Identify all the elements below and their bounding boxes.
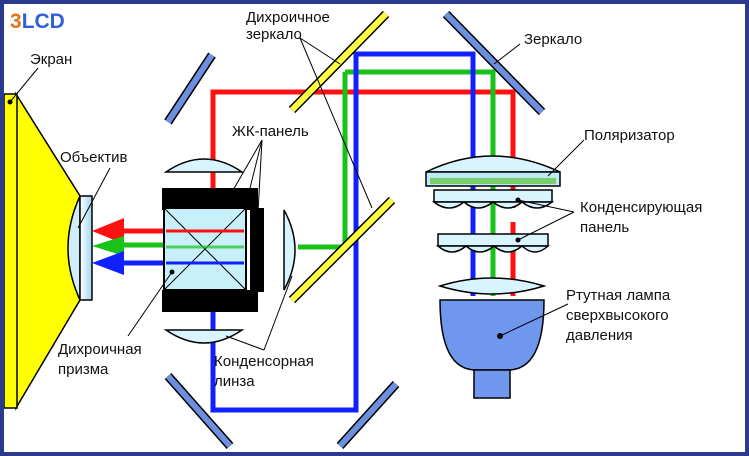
logo-3lcd: 3LCD bbox=[10, 10, 65, 33]
polarizer-film bbox=[430, 178, 556, 184]
label-condensing-panel-line2: панель bbox=[580, 219, 629, 236]
condenser-lens-top bbox=[163, 158, 245, 173]
label-prism-line1: Дихроичная bbox=[58, 341, 142, 358]
lcd-panel-right bbox=[250, 208, 264, 292]
leader-dichroic-bottom bbox=[299, 37, 373, 209]
leader-lcd-right-1 bbox=[247, 139, 263, 197]
label-lamp-line1: Ртутная лампа bbox=[566, 287, 671, 304]
lamp-base bbox=[473, 369, 511, 399]
leader-dichroic-top bbox=[299, 37, 341, 65]
projector-diagram: 3LCD bbox=[4, 9, 702, 450]
leader-lcd-right-2 bbox=[257, 139, 263, 213]
label-lcd-panel: ЖК-панель bbox=[232, 123, 309, 140]
label-mirror: Зеркало bbox=[524, 31, 582, 48]
leader-condensing-1 bbox=[517, 199, 575, 213]
leader-lcd-top bbox=[231, 139, 263, 193]
lamp-reflector bbox=[439, 299, 545, 371]
lcd-panel-bottom bbox=[162, 290, 258, 312]
polarizer-lens bbox=[425, 155, 561, 173]
leader-mirror bbox=[493, 43, 521, 65]
dichroic-mirror-bottom bbox=[289, 197, 395, 303]
leader-polarizer bbox=[547, 139, 585, 177]
objective-lens bbox=[67, 195, 81, 301]
label-lamp-line2: сверхвысокого bbox=[566, 307, 669, 324]
prism-diagonal-2 bbox=[163, 207, 247, 291]
label-dichroic-mirror-line2: зеркало bbox=[246, 26, 302, 43]
mirror-bottom-right bbox=[337, 381, 399, 449]
label-dichroic-mirror-line1: Дихроичное bbox=[246, 9, 330, 26]
lamp-condenser-lens bbox=[437, 277, 547, 295]
condensing-panel-top bbox=[433, 189, 553, 203]
lcd-panel-top bbox=[162, 188, 258, 210]
condenser-lens-right bbox=[283, 209, 296, 291]
condensing-panel-bottom-lenslets bbox=[435, 244, 550, 253]
condensing-panel-lenslets bbox=[431, 201, 555, 209]
label-lamp-line3: давления bbox=[566, 327, 633, 344]
leader-lines bbox=[9, 37, 585, 351]
leader-condenser-bottom bbox=[225, 335, 265, 351]
label-condenser-line1: Конденсорная bbox=[214, 353, 314, 370]
label-condensing-panel-line1: Конденсирующая bbox=[580, 199, 702, 216]
leader-condensing-2 bbox=[517, 211, 575, 241]
mirror-bottom-left bbox=[165, 374, 233, 448]
label-condenser-line2: линза bbox=[214, 373, 255, 390]
label-polarizer: Поляризатор bbox=[584, 127, 675, 144]
label-prism-line2: призма bbox=[58, 361, 109, 378]
objective-lens-body bbox=[79, 195, 93, 301]
leader-prism bbox=[127, 271, 173, 337]
label-screen: Экран bbox=[30, 51, 72, 68]
label-lens: Объектив bbox=[60, 149, 127, 166]
red-beam bbox=[210, 89, 516, 208]
leader-condenser-right bbox=[263, 275, 293, 351]
leader-lamp bbox=[499, 303, 569, 337]
leader-screen bbox=[9, 67, 39, 103]
mirror-left-top bbox=[165, 53, 215, 124]
dichroic-mirror-top bbox=[289, 11, 389, 113]
screen bbox=[4, 93, 18, 409]
red-arrowhead bbox=[92, 218, 124, 244]
condensing-panel-bottom bbox=[437, 233, 549, 247]
green-arrowhead bbox=[92, 236, 124, 256]
mirror-top-right bbox=[443, 11, 545, 115]
leader-lens bbox=[77, 167, 111, 229]
green-beam bbox=[345, 69, 496, 296]
blue-arrowhead bbox=[92, 251, 124, 275]
condenser-lens-bottom bbox=[163, 329, 245, 344]
